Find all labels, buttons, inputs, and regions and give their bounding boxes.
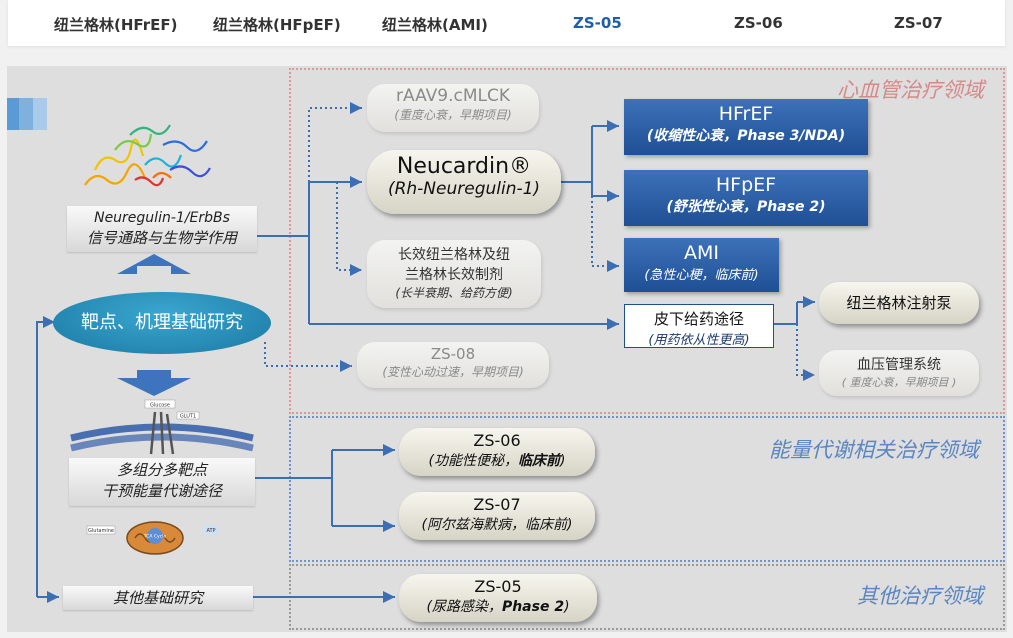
hfref-sub-cn: (收缩性心衰，	[646, 128, 738, 144]
long-acting-line1: 长效纽兰格林及纽	[398, 247, 510, 263]
tab-hfpef[interactable]: 纽兰格林(HFpEF)	[213, 16, 341, 34]
zs08-title: ZS-08	[430, 345, 476, 363]
mito-label-glutamine: Glutamine	[88, 528, 114, 534]
connector-lines	[36, 102, 815, 603]
multi-line1: 多组分多靶点	[116, 461, 207, 479]
hfref-sub-end: )	[838, 128, 846, 144]
long-acting-line2: 兰格林长效制剂	[405, 267, 503, 283]
zs06-sub: (功能性便秘，临床前)	[399, 450, 595, 470]
mito-label-atp: ATP	[206, 528, 215, 534]
region-cardio-title: 心血管治疗领域	[837, 78, 984, 102]
raav-sub: (重度心衰，早期项目)	[394, 108, 512, 122]
membrane-label-glut: GLUT1	[180, 414, 196, 420]
region-energy	[289, 416, 1005, 562]
protein-structure-image	[84, 124, 211, 187]
bp-sub: ( 重度心衰，早期项目 )	[841, 376, 957, 389]
zs08-node[interactable]: ZS-08 (变性心动过速，早期项目)	[357, 342, 549, 388]
long-acting-sub: (长半衰期、给药方便)	[395, 286, 513, 300]
tab-ami[interactable]: 纽兰格林(AMI)	[382, 16, 488, 34]
bp-title: 血压管理系统	[857, 357, 941, 373]
hfref-node[interactable]: HFrEF (收缩性心衰，Phase 3/NDA)	[624, 99, 868, 155]
zs05-sub-a: (尿路感染，	[426, 599, 502, 615]
zs07-node[interactable]: ZS-07 (阿尔兹海默病，临床前)	[399, 492, 595, 540]
hfpef-title: HFpEF	[715, 174, 777, 196]
mitochondria-image: Glutamine TCA Cycle ATP	[86, 521, 220, 555]
ami-sub: (急性心梗，临床前)	[644, 268, 759, 283]
cell-membrane-image: Glucose GLUT1	[70, 399, 254, 455]
ami-title: AMI	[684, 242, 719, 264]
zs05-sub-b: Phase 2	[501, 599, 565, 615]
membrane-label-glucose: Glucose	[150, 403, 170, 409]
zs06-sub-b: 临床前	[518, 453, 560, 469]
tab-zs05[interactable]: ZS-05	[573, 14, 622, 32]
mito-label-tca: TCA Cycle	[143, 534, 167, 540]
pipeline-diagram: 心血管治疗领域 能量代谢相关治疗领域 其他治疗领域	[7, 66, 1007, 632]
zs07-title: ZS-07	[473, 495, 521, 514]
target-research-label: 靶点、机理基础研究	[81, 312, 243, 333]
zs06-sub-c: )	[560, 453, 566, 469]
zs06-node[interactable]: ZS-06 (功能性便秘，临床前)	[399, 428, 595, 476]
hfref-sub: (收缩性心衰，Phase 3/NDA)	[624, 125, 868, 145]
top-tab-bar: 纽兰格林(HFrEF) 纽兰格林(HFpEF) 纽兰格林(AMI) ZS-05 …	[8, 0, 1005, 46]
region-energy-title: 能量代谢相关治疗领域	[769, 438, 979, 462]
neucardin-title: Neucardin®	[396, 154, 532, 179]
multi-line2: 干预能量代谢途径	[101, 482, 222, 500]
pump-node[interactable]: 纽兰格林注射泵	[819, 282, 979, 324]
target-research-node[interactable]: 靶点、机理基础研究	[53, 292, 271, 354]
pathway-line2: 信号通路与生物学作用	[86, 229, 237, 247]
raav-title: rAAV9.cMLCK	[396, 86, 510, 106]
zs05-sub: (尿路感染，Phase 2)	[399, 596, 597, 616]
subq-sub: (用药依从性更高)	[648, 333, 750, 348]
bp-node[interactable]: 血压管理系统 ( 重度心衰，早期项目 )	[819, 350, 979, 396]
region-other-title: 其他治疗领域	[857, 584, 983, 608]
tab-zs06[interactable]: ZS-06	[734, 14, 783, 32]
other-research-label: 其他基础研究	[63, 586, 253, 610]
pathway-label: Neuregulin-1/ErbBs 信号通路与生物学作用	[67, 206, 257, 252]
zs07-sub: (阿尔兹海默病，临床前)	[421, 517, 573, 533]
zs08-sub: (变性心动过速，早期项目)	[382, 365, 524, 379]
hfpef-sub-end: )	[819, 199, 826, 215]
ami-node[interactable]: AMI (急性心梗，临床前)	[624, 238, 779, 292]
tab-zs07[interactable]: ZS-07	[894, 14, 943, 32]
raav-node[interactable]: rAAV9.cMLCK (重度心衰，早期项目)	[367, 84, 539, 132]
region-cardio	[289, 68, 1005, 414]
hfpef-sub: (舒张性心衰，Phase 2)	[624, 196, 868, 216]
subq-title: 皮下给药途径	[653, 310, 744, 328]
pathway-line1: Neuregulin-1/ErbBs	[94, 210, 230, 226]
long-acting-node[interactable]: 长效纽兰格林及纽 兰格林长效制剂 (长半衰期、给药方便)	[367, 240, 541, 308]
neucardin-node[interactable]: Neucardin® (Rh-Neuregulin-1)	[367, 150, 561, 214]
hfpef-sub-cn: (舒张性心衰，	[666, 199, 757, 215]
hfpef-node[interactable]: HFpEF (舒张性心衰，Phase 2)	[624, 170, 868, 226]
zs05-node[interactable]: ZS-05 (尿路感染，Phase 2)	[399, 574, 597, 622]
pump-title: 纽兰格林注射泵	[846, 294, 952, 312]
zs05-title: ZS-05	[474, 577, 522, 596]
hfref-title: HFrEF	[718, 103, 774, 125]
hfref-sub-en: Phase 3/NDA	[737, 128, 839, 144]
multi-target-label: 多组分多靶点 干预能量代谢途径	[69, 458, 255, 506]
tab-hfref[interactable]: 纽兰格林(HFrEF)	[54, 16, 178, 34]
hfpef-sub-en: Phase 2	[756, 199, 820, 215]
neucardin-sub: (Rh-Neuregulin-1)	[387, 179, 541, 199]
zs06-sub-a: (功能性便秘，	[428, 453, 518, 469]
zs05-sub-c: )	[564, 599, 570, 615]
subq-node[interactable]: 皮下给药途径 (用药依从性更高)	[624, 304, 774, 348]
zs06-title: ZS-06	[473, 431, 521, 450]
